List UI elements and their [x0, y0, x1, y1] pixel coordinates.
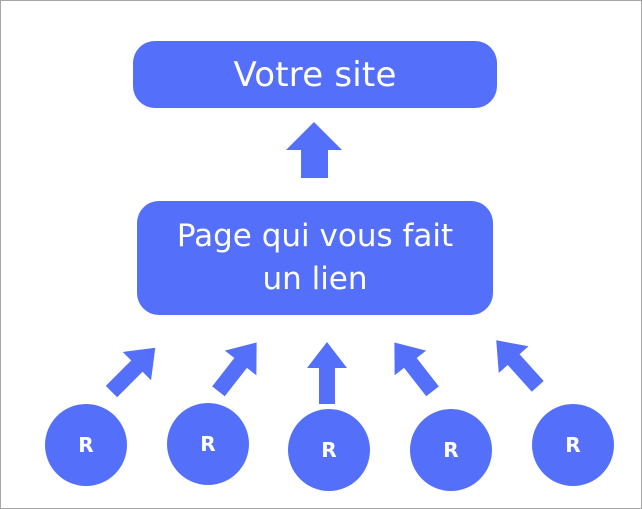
referrer-node-label: R	[321, 438, 337, 462]
linking-page-box: Page qui vous fait un lien	[137, 201, 493, 315]
arrow-referrer-5	[496, 340, 544, 392]
referrer-node-3: R	[288, 409, 370, 491]
referrer-node-label: R	[78, 433, 94, 457]
referrer-node-label: R	[200, 432, 216, 456]
referrer-node-label: R	[565, 433, 581, 457]
arrow-up-to-site	[286, 122, 342, 178]
linking-page-label-line1: Page qui vous fait	[176, 218, 454, 254]
arrow-referrer-2	[212, 342, 257, 397]
arrow-referrer-1	[105, 347, 156, 398]
referrer-node-label: R	[443, 438, 459, 462]
your-site-label: Votre site	[233, 54, 397, 95]
arrow-referrer-3	[307, 342, 347, 404]
your-site-box: Votre site	[133, 41, 497, 108]
referrer-node-4: R	[410, 409, 492, 491]
referrer-node-2: R	[167, 403, 249, 485]
referrer-node-1: R	[45, 404, 127, 486]
referrer-node-5: R	[532, 404, 614, 486]
linking-page-label-line2: un lien	[262, 261, 368, 297]
arrow-referrer-4	[394, 342, 439, 397]
